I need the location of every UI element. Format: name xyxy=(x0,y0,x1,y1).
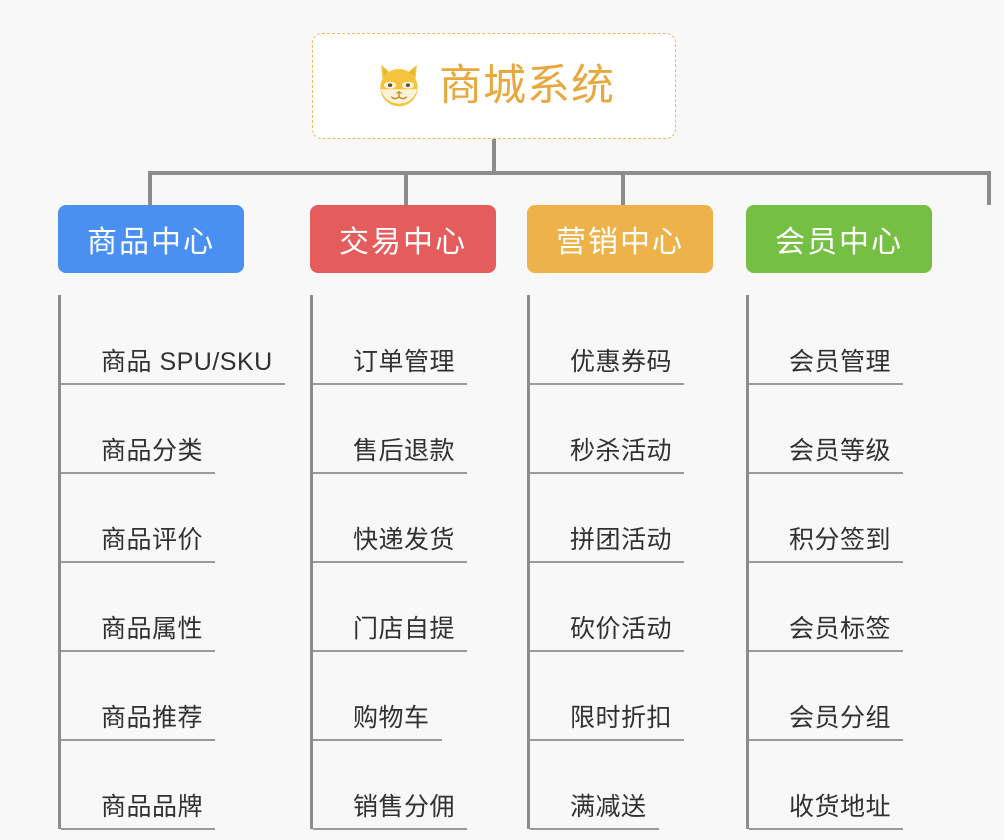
list-item-underline xyxy=(61,383,285,385)
list-item-label: 商品属性 xyxy=(101,615,204,643)
list-item-label: 会员标签 xyxy=(789,615,892,643)
category-column-member: 会员中心 会员管理 会员等级 积分签到 会员标签 会员分组 收货地址 xyxy=(746,205,978,830)
list-item-underline xyxy=(530,472,684,474)
list-item[interactable]: 快递发货 xyxy=(327,473,540,562)
list-item[interactable]: 门店自提 xyxy=(327,562,540,651)
list-item-label: 商品评价 xyxy=(101,526,204,554)
category-column-product: 商品中心 商品 SPU/SKU 商品分类 商品评价 商品属性 商品推荐 商品品牌 xyxy=(58,205,308,830)
list-item[interactable]: 购物车 xyxy=(327,651,540,740)
category-header-label: 交易中心 xyxy=(339,226,467,259)
list-item-underline xyxy=(749,383,903,385)
category-header-trade[interactable]: 交易中心 xyxy=(310,205,496,273)
list-item[interactable]: 商品推荐 xyxy=(75,651,308,740)
list-item-label: 限时折扣 xyxy=(570,704,673,732)
list-item-underline xyxy=(61,650,215,652)
list-item[interactable]: 拼团活动 xyxy=(544,473,751,562)
category-header-marketing[interactable]: 营销中心 xyxy=(527,205,713,273)
list-item-label: 快递发货 xyxy=(353,526,456,554)
list-item-label: 商品品牌 xyxy=(101,793,204,821)
list-item[interactable]: 限时折扣 xyxy=(544,651,751,740)
list-item-label: 销售分佣 xyxy=(353,793,456,821)
category-header-label: 商品中心 xyxy=(87,226,215,259)
category-column-marketing: 营销中心 优惠券码 秒杀活动 拼团活动 砍价活动 限时折扣 满减送 xyxy=(527,205,751,830)
list-item[interactable]: 会员管理 xyxy=(763,295,978,384)
list-item-label: 满减送 xyxy=(570,793,647,821)
list-item-underline xyxy=(313,561,467,563)
category-header-product[interactable]: 商品中心 xyxy=(58,205,244,273)
list-item-label: 优惠券码 xyxy=(570,348,673,376)
list-item-label: 秒杀活动 xyxy=(570,437,673,465)
list-item-label: 收货地址 xyxy=(789,793,892,821)
shiba-dog-face-icon xyxy=(380,64,418,107)
category-header-label: 会员中心 xyxy=(775,226,903,259)
category-header-member[interactable]: 会员中心 xyxy=(746,205,932,273)
list-item-label: 会员等级 xyxy=(789,437,892,465)
list-item-underline xyxy=(749,739,903,741)
list-item[interactable]: 商品属性 xyxy=(75,562,308,651)
list-item-underline xyxy=(313,828,467,830)
list-item[interactable]: 会员标签 xyxy=(763,562,978,651)
list-item-label: 商品分类 xyxy=(101,437,204,465)
list-item-underline xyxy=(749,561,903,563)
list-item[interactable]: 会员分组 xyxy=(763,651,978,740)
list-item-underline xyxy=(530,828,659,830)
list-item-underline xyxy=(530,383,684,385)
list-item-underline xyxy=(530,650,684,652)
list-item[interactable]: 售后退款 xyxy=(327,384,540,473)
connector-drop-4 xyxy=(987,171,991,205)
list-item[interactable]: 砍价活动 xyxy=(544,562,751,651)
category-items-member: 会员管理 会员等级 积分签到 会员标签 会员分组 收货地址 xyxy=(746,295,978,830)
list-item-label: 砍价活动 xyxy=(570,615,673,643)
connector-drop-3 xyxy=(621,171,625,205)
list-item[interactable]: 积分签到 xyxy=(763,473,978,562)
list-item-label: 售后退款 xyxy=(353,437,456,465)
list-item[interactable]: 商品分类 xyxy=(75,384,308,473)
list-item[interactable]: 商品评价 xyxy=(75,473,308,562)
list-item-underline xyxy=(61,739,215,741)
category-items-trade: 订单管理 售后退款 快递发货 门店自提 购物车 销售分佣 xyxy=(310,295,540,830)
list-item-underline xyxy=(61,561,215,563)
list-item[interactable]: 销售分佣 xyxy=(327,740,540,829)
list-item[interactable]: 满减送 xyxy=(544,740,751,829)
list-item-label: 商品推荐 xyxy=(101,704,204,732)
root-title: 商城系统 xyxy=(439,61,615,110)
list-item-label: 商品 SPU/SKU xyxy=(101,348,273,376)
list-item-label: 订单管理 xyxy=(353,348,456,376)
list-item-underline xyxy=(749,472,903,474)
list-item-underline xyxy=(313,472,467,474)
category-items-product: 商品 SPU/SKU 商品分类 商品评价 商品属性 商品推荐 商品品牌 xyxy=(58,295,308,830)
list-item-label: 购物车 xyxy=(353,704,430,732)
list-item-underline xyxy=(61,472,215,474)
list-item[interactable]: 收货地址 xyxy=(763,740,978,829)
list-item[interactable]: 订单管理 xyxy=(327,295,540,384)
list-item[interactable]: 会员等级 xyxy=(763,384,978,473)
connector-bus xyxy=(148,171,991,175)
list-item-underline xyxy=(530,561,684,563)
list-item[interactable]: 秒杀活动 xyxy=(544,384,751,473)
list-item-underline xyxy=(530,739,684,741)
list-item-label: 门店自提 xyxy=(353,615,456,643)
list-item-underline xyxy=(313,739,442,741)
category-items-marketing: 优惠券码 秒杀活动 拼团活动 砍价活动 限时折扣 满减送 xyxy=(527,295,751,830)
list-item[interactable]: 商品 SPU/SKU xyxy=(75,295,308,384)
list-item-label: 拼团活动 xyxy=(570,526,673,554)
list-item-underline xyxy=(749,650,903,652)
category-header-label: 营销中心 xyxy=(556,226,684,259)
category-column-trade: 交易中心 订单管理 售后退款 快递发货 门店自提 购物车 销售分佣 xyxy=(310,205,540,830)
list-item[interactable]: 优惠券码 xyxy=(544,295,751,384)
list-item-underline xyxy=(61,828,215,830)
list-item-underline xyxy=(313,383,467,385)
root-node[interactable]: 商城系统 xyxy=(312,33,676,139)
connector-drop-2 xyxy=(404,171,408,205)
list-item-underline xyxy=(313,650,467,652)
list-item[interactable]: 商品品牌 xyxy=(75,740,308,829)
list-item-underline xyxy=(749,828,903,830)
connector-drop-1 xyxy=(148,171,152,205)
connector-root-stem xyxy=(492,139,496,173)
list-item-label: 积分签到 xyxy=(789,526,892,554)
list-item-label: 会员管理 xyxy=(789,348,892,376)
list-item-label: 会员分组 xyxy=(789,704,892,732)
